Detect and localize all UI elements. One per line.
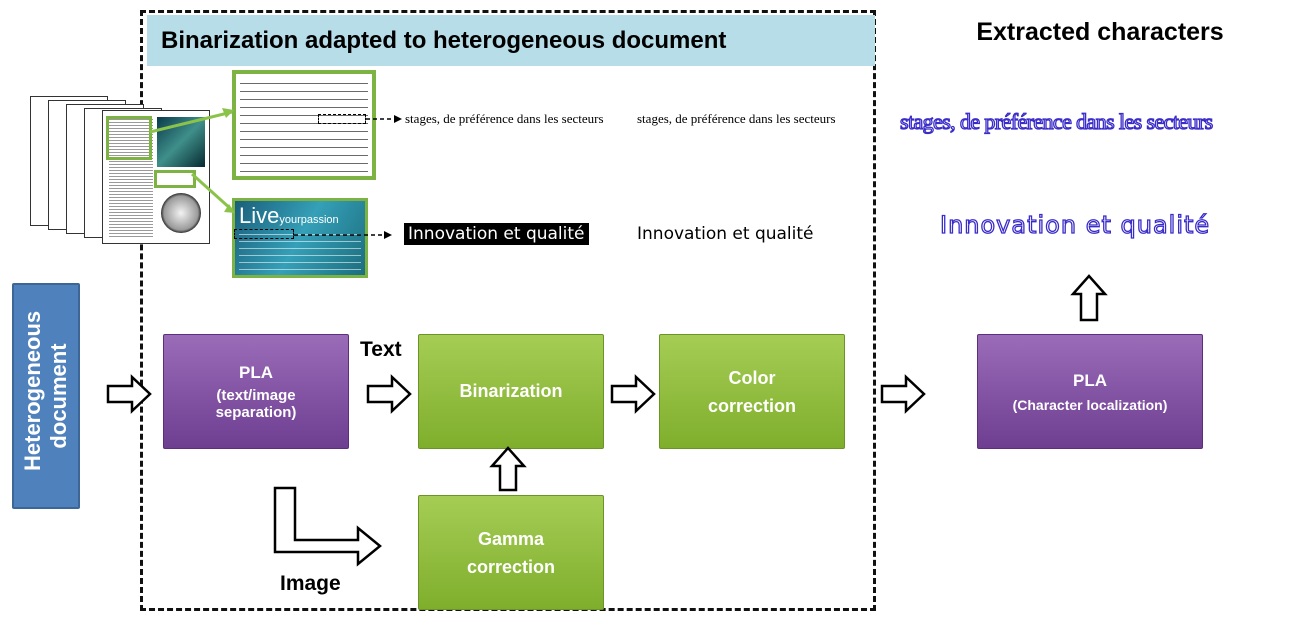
color-correction-label: Color correction bbox=[707, 367, 797, 416]
text-region-highlight bbox=[106, 116, 152, 160]
text-crop-connector bbox=[149, 110, 233, 134]
pla-character-subtitle: (Character localization) bbox=[1012, 396, 1168, 413]
pla-character-box: PLA (Character localization) bbox=[977, 334, 1203, 449]
gamma-correction-box: Gamma correction bbox=[418, 495, 604, 610]
sample-text-2-binarized: Innovation et qualité bbox=[637, 224, 814, 244]
sample-text-2-original: Innovation et qualité bbox=[404, 223, 589, 245]
arrow-gamma-to-binarization bbox=[489, 446, 527, 492]
color-correction-box: Color correction bbox=[659, 334, 845, 449]
image-region-highlight bbox=[154, 170, 196, 188]
ad-brand-text: Live bbox=[239, 203, 280, 228]
extracted-text-1: stages, de préférence dans les secteurs bbox=[899, 108, 1213, 134]
image-sample-dashed-arrow-head bbox=[384, 231, 392, 239]
image-branch-label: Image bbox=[280, 572, 341, 595]
image-crop-connector-head bbox=[224, 204, 235, 213]
pla-separation-box: PLA (text/image separation) bbox=[163, 334, 349, 449]
front-page bbox=[102, 110, 210, 244]
text-crop-sample bbox=[232, 70, 376, 180]
arrow-into-pla bbox=[106, 374, 152, 414]
crop-text-lines bbox=[240, 78, 368, 172]
page-text-column bbox=[109, 117, 153, 237]
ad-brand-small-text: yourpassion bbox=[279, 214, 339, 226]
text-branch-label: Text bbox=[360, 338, 402, 361]
text-crop-connector-head bbox=[222, 108, 234, 118]
heterogeneous-document-box: Heterogeneous document bbox=[12, 283, 80, 509]
arrow-to-extracted-characters bbox=[1070, 274, 1108, 322]
page-photo-watch bbox=[161, 193, 201, 233]
image-branch-arrow bbox=[273, 486, 382, 567]
text-sample-dashed-arrow-head bbox=[394, 115, 402, 123]
pla-separation-subtitle: (text/image separation) bbox=[215, 386, 297, 421]
text-line-marker bbox=[318, 114, 366, 124]
gamma-correction-label: Gamma correction bbox=[466, 528, 556, 577]
extracted-text-2: Innovation et qualité bbox=[939, 210, 1211, 239]
pla-separation-title: PLA bbox=[239, 362, 273, 382]
sample-text-1-binarized: stages, de préférence dans les secteurs bbox=[637, 111, 836, 126]
ad-brand-line: Liveyourpassion bbox=[239, 203, 339, 229]
ad-body-lines bbox=[239, 231, 361, 271]
binarization-label: Binarization bbox=[459, 381, 563, 401]
arrow-to-character-pla bbox=[880, 374, 926, 414]
image-line-marker bbox=[234, 229, 294, 239]
arrow-pla-to-binarization bbox=[366, 374, 412, 414]
extracted-characters-title: Extracted characters bbox=[976, 18, 1224, 46]
image-crop-connector bbox=[190, 172, 234, 212]
pla-character-title: PLA bbox=[1073, 370, 1107, 390]
sample-text-1-grayscale: stages, de préférence dans les secteurs bbox=[405, 111, 604, 126]
image-crop-sample: Liveyourpassion bbox=[232, 198, 368, 278]
arrow-binarization-to-color bbox=[610, 374, 656, 414]
section-title: Binarization adapted to heterogeneous do… bbox=[147, 15, 875, 66]
binarization-box: Binarization bbox=[418, 334, 604, 449]
